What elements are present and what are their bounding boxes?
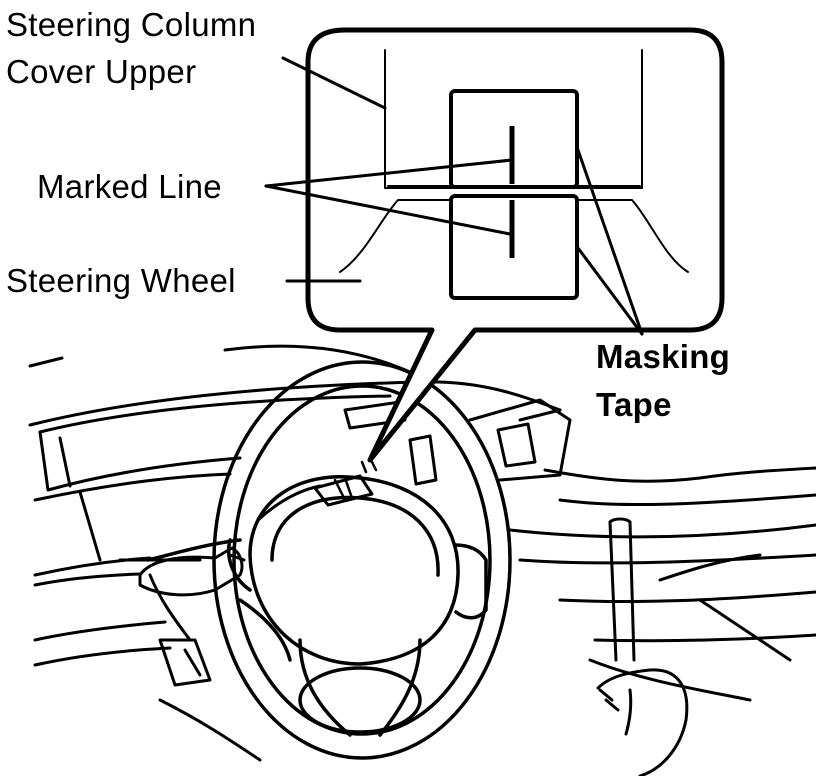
dashboard-outline — [28, 344, 816, 702]
label-masking-line1: Masking — [596, 338, 731, 375]
leader-marked-line-b — [264, 184, 512, 236]
label-tape-line2: Tape — [596, 386, 672, 423]
steering-wheel-drawing — [146, 360, 512, 760]
leader-marked-line-a — [264, 158, 514, 188]
driver-hands — [138, 517, 689, 776]
masking-tape-pieces — [449, 89, 579, 300]
label-cover-upper-line2: Cover Upper — [6, 53, 197, 90]
leader-masking-tape-b — [576, 246, 644, 336]
steering-column-lower — [118, 558, 262, 762]
label-marked-line: Marked Line — [37, 168, 222, 205]
leader-cover-upper — [281, 56, 387, 110]
label-steering-column-line1: Steering Column — [6, 6, 257, 43]
label-steering-wheel: Steering Wheel — [6, 262, 236, 299]
leader-lines — [264, 56, 644, 336]
leader-masking-tape-a — [576, 148, 644, 336]
